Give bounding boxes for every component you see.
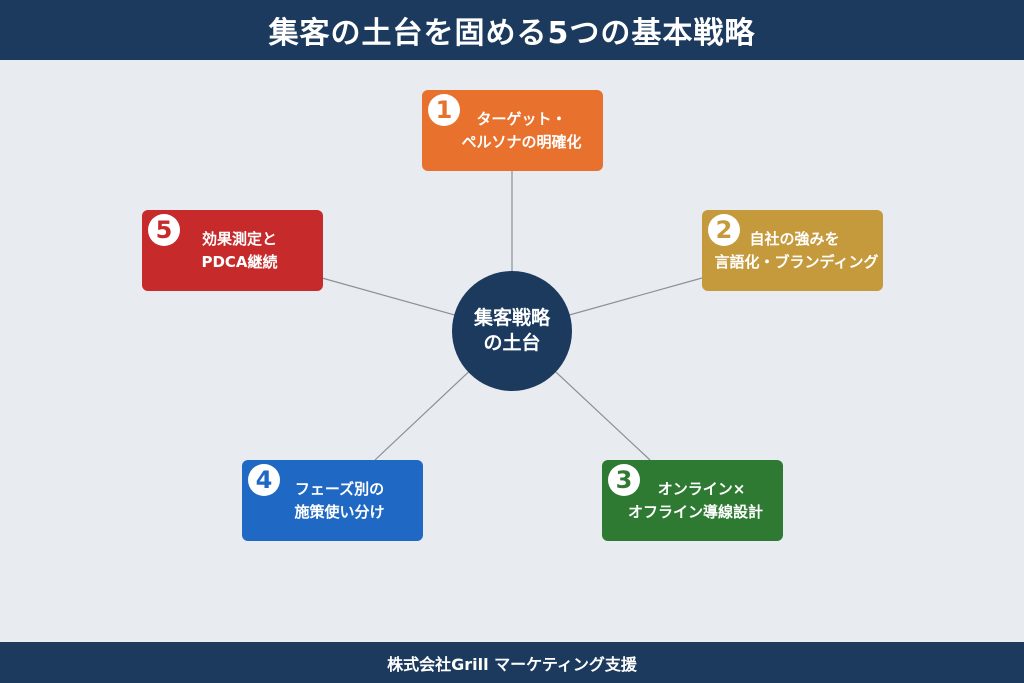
strategy-4-line1: フェーズ別の [294, 479, 385, 498]
strategy-3-line1: オンライン× [657, 479, 746, 498]
strategy-1-line1: ターゲット・ [476, 109, 567, 128]
number-badge-4: 4 [248, 464, 280, 496]
footer-credit: 株式会社Grill マーケティング支援 [387, 654, 637, 674]
footer-bar: 株式会社Grill マーケティング支援 [0, 642, 1024, 683]
strategy-2-line1: 自社の強みを [749, 229, 840, 248]
strategy-5-line1: 効果測定と [201, 229, 277, 248]
strategy-1-line2: ペルソナの明確化 [461, 132, 582, 151]
strategy-box-1: 1 ターゲット・ ペルソナの明確化 [422, 90, 603, 171]
strategy-box-2: 2 自社の強みを 言語化・ブランディング [702, 210, 883, 291]
number-badge-3: 3 [608, 464, 640, 496]
number-badge-2: 2 [708, 214, 740, 246]
strategy-5-line2: PDCA継続 [201, 252, 278, 271]
page-title: 集客の土台を固める5つの基本戦略 [268, 16, 756, 51]
strategy-box-4: 4 フェーズ別の 施策使い分け [242, 460, 423, 541]
header-bar: 集客の土台を固める5つの基本戦略 [0, 0, 1024, 60]
strategy-4-line2: 施策使い分け [294, 502, 385, 521]
strategy-2-line2: 言語化・ブランディング [714, 252, 879, 271]
number-badge-5: 5 [148, 214, 180, 246]
number-badge-1: 1 [428, 94, 460, 126]
strategy-box-3: 3 オンライン× オフライン導線設計 [602, 460, 783, 541]
hub-circle: 集客戦略 の土台 [452, 271, 572, 391]
strategy-box-5: 5 効果測定と PDCA継続 [142, 210, 323, 291]
strategy-3-line2: オフライン導線設計 [627, 502, 763, 521]
hub-label-line1: 集客戦略 [473, 307, 550, 329]
hub-label-line2: の土台 [483, 332, 541, 354]
